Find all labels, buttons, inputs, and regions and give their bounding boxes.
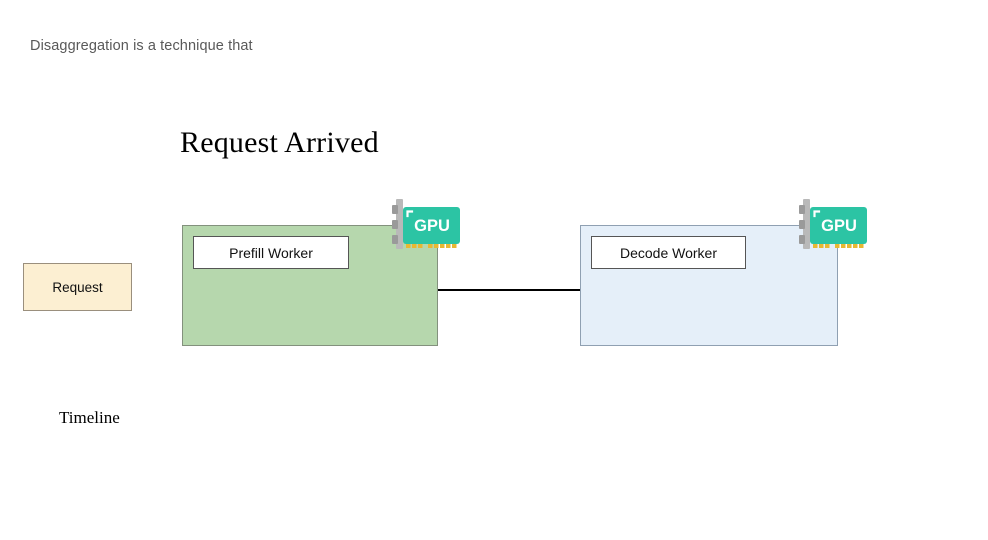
prefill-decode-connector-line [438,289,580,291]
request-box-label: Request [52,279,103,295]
gpu-label-prefill: GPU [414,217,450,235]
prefill-worker-box[interactable]: Prefill Worker [182,225,438,346]
decode-worker-box[interactable]: Decode Worker [580,225,838,346]
gpu-icon-prefill: GPU [392,198,462,253]
prefill-worker-label: Prefill Worker [229,244,313,261]
gpu-icon-decode: GPU [799,198,869,253]
request-box[interactable]: Request [23,263,132,311]
timeline-label: Timeline [59,408,120,427]
decode-worker-label-box: Decode Worker [591,236,746,269]
prefill-worker-label-box: Prefill Worker [193,236,349,269]
slide-title: Request Arrived [180,126,379,159]
caption-text: Disaggregation is a technique that [30,38,253,54]
decode-worker-label: Decode Worker [619,244,717,261]
gpu-label-decode: GPU [821,217,857,235]
